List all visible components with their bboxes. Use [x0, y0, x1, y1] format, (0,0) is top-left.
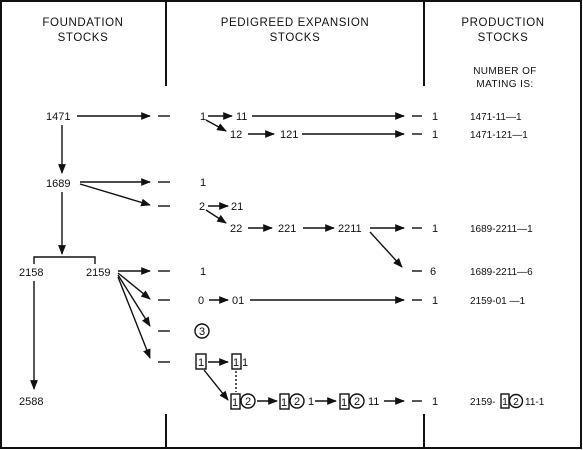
production-code-6-suffix: 11-1	[525, 397, 545, 408]
production-code-4: 1689-2211—6	[470, 267, 533, 278]
pedigreed-header-line1: PEDIGREED EXPANSION	[221, 17, 370, 29]
production-code-6-box-text: 1	[502, 397, 508, 408]
production-code-2: 1471-121—1	[470, 130, 528, 141]
chain2-box	[279, 393, 290, 410]
terminal-3: 1	[432, 223, 438, 235]
chain3-circle	[349, 393, 365, 409]
node-2: 2	[199, 201, 205, 213]
terminal-6: 1	[432, 396, 438, 408]
node-1-row1: 1	[200, 111, 206, 123]
arrow-2159-out-2	[117, 272, 151, 300]
chain1-circle	[240, 393, 256, 409]
production-code-5: 2159-01 —1	[470, 296, 525, 307]
arrow-1689-out-2	[79, 183, 151, 207]
arrow-box1-to-chain	[203, 369, 229, 401]
arrow-2-to-22	[205, 209, 227, 224]
chain2-tail: 1	[308, 396, 314, 408]
production-header-line2: STOCKS	[478, 32, 529, 44]
box-1-1-marker	[231, 353, 242, 370]
chain3-box-text: 1	[341, 397, 347, 409]
chain1-box-text: 1	[232, 397, 238, 409]
terminal-2: 1	[432, 129, 438, 141]
stock-2158: 2158	[19, 267, 43, 279]
chain3-tail: 11	[368, 396, 379, 408]
stock-2588: 2588	[19, 396, 43, 408]
stock-1689: 1689	[46, 178, 70, 190]
arrow-2159-out-3	[117, 274, 151, 327]
production-code-6-circle-text: 2	[513, 397, 519, 408]
production-code-1: 1471-11—1	[470, 112, 522, 123]
node-221: 221	[278, 223, 296, 235]
chain2-circle-text: 2	[294, 396, 300, 408]
chain3-box	[339, 393, 350, 410]
production-code-6-circle	[508, 393, 524, 409]
arrow-1-to-12	[205, 119, 227, 132]
node-21: 21	[231, 201, 243, 213]
chain1-box	[230, 393, 241, 410]
node-box-1-1-box: 1	[233, 357, 239, 369]
node-circle-3: 3	[199, 326, 205, 338]
node-11: 11	[236, 111, 247, 123]
chain3-circle-text: 2	[354, 396, 360, 408]
production-code-3: 1689-2211—1	[470, 224, 533, 235]
production-subheader-line2: MATING IS:	[476, 79, 533, 90]
terminal-5: 1	[432, 295, 438, 307]
node-121: 121	[280, 129, 298, 141]
foundation-header-line1: FOUNDATION	[42, 17, 123, 29]
node-22: 22	[230, 223, 242, 235]
node-box-1-1-tail: 1	[242, 357, 248, 369]
node-box-1: 1	[198, 357, 204, 369]
node-1-row3: 1	[200, 177, 206, 189]
chain2-circle	[289, 393, 305, 409]
circle-3-marker	[194, 323, 210, 339]
production-header-line1: PRODUCTION	[461, 17, 544, 29]
node-0: 0	[198, 295, 204, 307]
box-1-marker	[195, 353, 207, 370]
node-01: 01	[232, 295, 244, 307]
foundation-header-line2: STOCKS	[58, 32, 109, 44]
bracket-2158-2159	[33, 256, 96, 264]
arrow-2159-out-4	[117, 276, 151, 359]
arrow-2211-to-terminal-6	[369, 231, 403, 268]
terminal-1: 1	[432, 111, 438, 123]
stock-1471: 1471	[46, 111, 70, 123]
chain2-box-text: 1	[281, 397, 287, 409]
production-subheader-line1: NUMBER OF	[473, 66, 537, 77]
node-2211: 2211	[338, 223, 362, 235]
stock-2159: 2159	[86, 267, 110, 279]
terminal-4: 6	[430, 266, 436, 278]
pedigreed-header-line2: STOCKS	[270, 32, 321, 44]
production-code-6-prefix: 2159-	[470, 397, 496, 408]
node-1-row6: 1	[200, 266, 206, 278]
chain1-circle-text: 2	[245, 396, 251, 408]
node-12: 12	[230, 129, 242, 141]
